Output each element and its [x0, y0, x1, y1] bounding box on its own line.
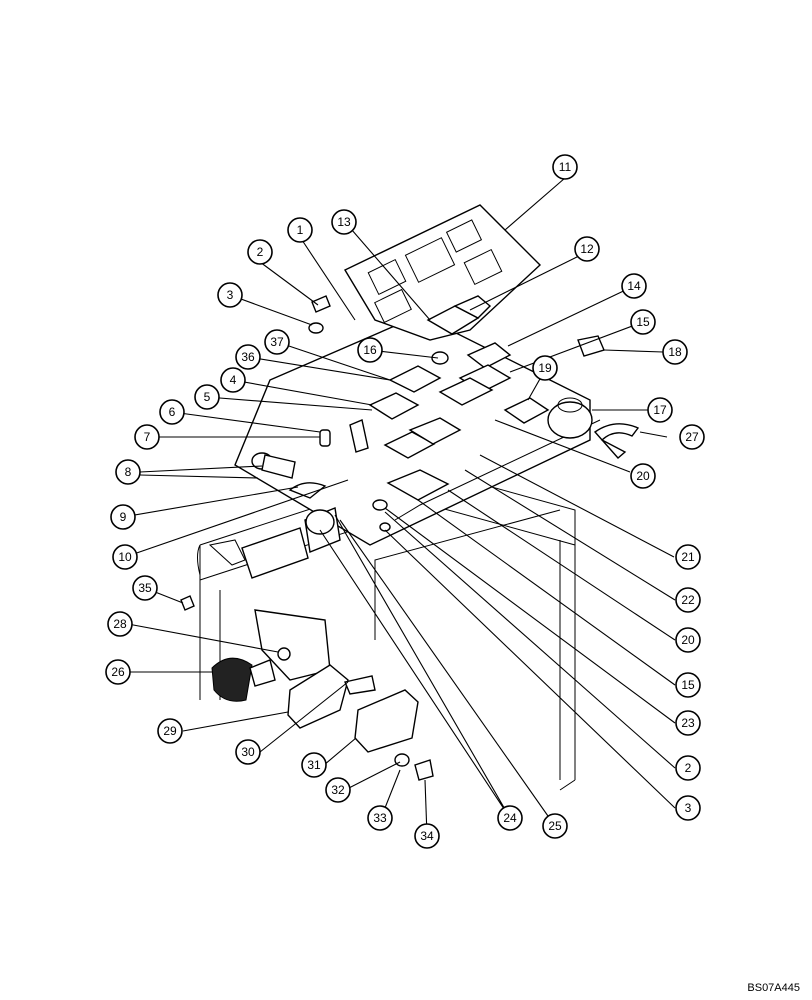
callout: 11 [552, 154, 578, 180]
svg-text:28: 28 [113, 617, 127, 631]
callout: 21 [675, 544, 701, 570]
callout: 3 [675, 795, 701, 821]
svg-text:2: 2 [257, 245, 264, 259]
svg-text:8: 8 [125, 465, 132, 479]
svg-text:19: 19 [538, 361, 552, 375]
svg-text:17: 17 [653, 403, 667, 417]
callout: 31 [301, 752, 327, 778]
callout: 28 [107, 611, 133, 637]
callout: 12 [574, 236, 600, 262]
svg-text:14: 14 [627, 279, 641, 293]
svg-text:10: 10 [118, 550, 132, 564]
reference-code: BS07A445 [747, 982, 800, 994]
callout: 20 [675, 627, 701, 653]
callout: 16 [357, 337, 383, 363]
callout: 9 [110, 504, 136, 530]
svg-text:13: 13 [337, 215, 351, 229]
callout: 5 [194, 384, 220, 410]
svg-text:29: 29 [163, 724, 177, 738]
callout: 6 [159, 399, 185, 425]
panel-cover [344, 204, 542, 341]
callout: 35 [132, 575, 158, 601]
callout: 23 [675, 710, 701, 736]
svg-text:23: 23 [681, 716, 695, 730]
callout: 33 [367, 805, 393, 831]
callout: 2 [247, 239, 273, 265]
svg-text:16: 16 [363, 343, 377, 357]
svg-text:9: 9 [120, 510, 127, 524]
callout: 20 [630, 463, 656, 489]
svg-text:15: 15 [636, 315, 650, 329]
svg-text:3: 3 [227, 288, 234, 302]
callout: 4 [220, 367, 246, 393]
callout: 37 [264, 329, 290, 355]
svg-text:12: 12 [580, 242, 594, 256]
svg-text:3: 3 [685, 801, 692, 815]
callout: 15 [630, 309, 656, 335]
callout: 22 [675, 587, 701, 613]
svg-text:21: 21 [681, 550, 695, 564]
svg-text:5: 5 [204, 390, 211, 404]
callout: 19 [532, 355, 558, 381]
callout: 10 [112, 544, 138, 570]
svg-text:31: 31 [307, 758, 321, 772]
svg-text:35: 35 [138, 581, 152, 595]
svg-text:20: 20 [636, 469, 650, 483]
callout: 7 [134, 424, 160, 450]
callout: 15 [675, 672, 701, 698]
callout: 26 [105, 659, 131, 685]
callout: 3 [217, 282, 243, 308]
svg-text:24: 24 [503, 811, 517, 825]
svg-text:33: 33 [373, 811, 387, 825]
callout: 2 [675, 755, 701, 781]
callout: 8 [115, 459, 141, 485]
svg-text:25: 25 [548, 819, 562, 833]
callout: 17 [647, 397, 673, 423]
rocker-switches [368, 295, 550, 501]
svg-text:32: 32 [331, 783, 345, 797]
svg-text:11: 11 [559, 160, 572, 174]
svg-text:27: 27 [685, 430, 699, 444]
callout: 13 [331, 209, 357, 235]
callout: 24 [497, 805, 523, 831]
callout: 34 [414, 823, 440, 849]
callouts: 11 1 13 12 2 14 3 15 37 16 18 36 19 4 5 … [105, 154, 705, 849]
callout: 30 [235, 739, 261, 765]
small-parts [180, 295, 640, 781]
svg-text:36: 36 [241, 350, 255, 364]
callout: 32 [325, 777, 351, 803]
callout: 27 [679, 424, 705, 450]
svg-text:15: 15 [681, 678, 695, 692]
svg-text:7: 7 [144, 430, 151, 444]
callout: 36 [235, 344, 261, 370]
callout: 1 [287, 217, 313, 243]
svg-text:26: 26 [111, 665, 125, 679]
svg-text:20: 20 [681, 633, 695, 647]
svg-text:34: 34 [420, 829, 434, 843]
callout: 14 [621, 273, 647, 299]
svg-text:18: 18 [668, 345, 682, 359]
callout: 25 [542, 813, 568, 839]
callout: 18 [662, 339, 688, 365]
svg-text:22: 22 [681, 593, 695, 607]
callout: 29 [157, 718, 183, 744]
svg-text:6: 6 [169, 405, 176, 419]
svg-text:4: 4 [230, 373, 237, 387]
svg-text:37: 37 [270, 335, 284, 349]
svg-text:1: 1 [297, 223, 304, 237]
svg-text:2: 2 [685, 761, 692, 775]
svg-text:30: 30 [241, 745, 255, 759]
